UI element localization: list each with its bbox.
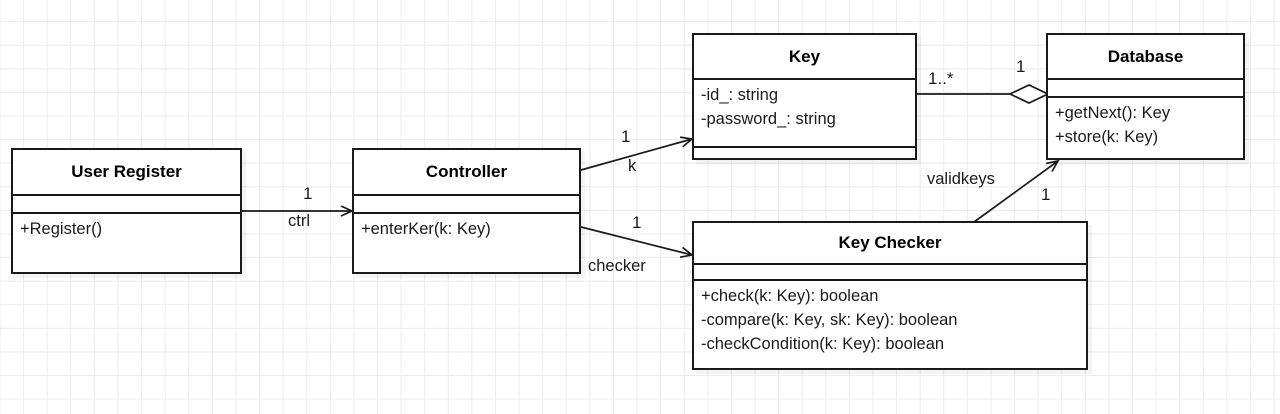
edge-label-key-database-source-multiplicity: 1..*: [928, 69, 954, 88]
class-attributes-user-register: [13, 194, 240, 212]
class-attributes-key-checker: [694, 263, 1086, 279]
edge-label-checker-multiplicity: 1: [632, 213, 642, 232]
class-member: +store(k: Key): [1055, 128, 1159, 146]
class-member: -checkCondition(k: Key): boolean: [701, 335, 945, 353]
class-attributes-database: [1048, 78, 1243, 96]
class-attributes-controller: [354, 194, 579, 212]
class-title-database: Database: [1107, 46, 1184, 66]
class-box-controller[interactable]: Controller +enterKer(k: Key): [352, 148, 581, 274]
edge-label-ctrl-multiplicity: 1: [303, 184, 313, 203]
class-box-key-checker[interactable]: Key Checker +check(k: Key): boolean -com…: [692, 221, 1088, 370]
class-member: +Register(): [20, 220, 103, 238]
class-methods-key: [694, 146, 915, 158]
class-box-key[interactable]: Key -id_: string -password_: string: [692, 33, 917, 160]
class-title-key-checker: Key Checker: [838, 233, 942, 252]
class-methods-user-register: +Register(): [13, 212, 240, 272]
class-methods-key-checker: +check(k: Key): boolean -compare(k: Key,…: [694, 279, 1086, 368]
edge-label-validkeys-multiplicity: 1: [1041, 185, 1051, 204]
class-member: -password_: string: [701, 110, 836, 128]
class-box-user-register[interactable]: User Register +Register(): [11, 148, 242, 274]
edge-label-k-role: k: [628, 157, 637, 175]
class-member: +getNext(): Key: [1055, 104, 1171, 122]
class-box-database[interactable]: Database +getNext(): Key +store(k: Key): [1046, 33, 1245, 160]
aggregation-diamond: [1008, 84, 1050, 104]
edge-label-validkeys-role: validkeys: [927, 170, 995, 188]
class-title-controller: Controller: [425, 162, 508, 181]
edge-label-checker-role: checker: [588, 257, 646, 275]
class-title-key: Key: [788, 46, 821, 66]
class-member: +enterKer(k: Key): [361, 220, 491, 238]
edge-controller-to-key: [580, 139, 692, 171]
class-methods-controller: +enterKer(k: Key): [354, 212, 579, 272]
class-member: -id_: string: [701, 86, 779, 104]
class-title-user-register: User Register: [71, 162, 182, 181]
class-member: -compare(k: Key, sk: Key): boolean: [701, 311, 958, 329]
edge-label-key-database-target-multiplicity: 1: [1016, 57, 1026, 76]
edge-label-ctrl-role: ctrl: [288, 212, 310, 230]
edge-label-k-multiplicity: 1: [621, 127, 631, 146]
class-methods-database: +getNext(): Key +store(k: Key): [1048, 96, 1243, 158]
class-member: +check(k: Key): boolean: [701, 287, 879, 305]
class-attributes-key: -id_: string -password_: string: [694, 78, 915, 146]
